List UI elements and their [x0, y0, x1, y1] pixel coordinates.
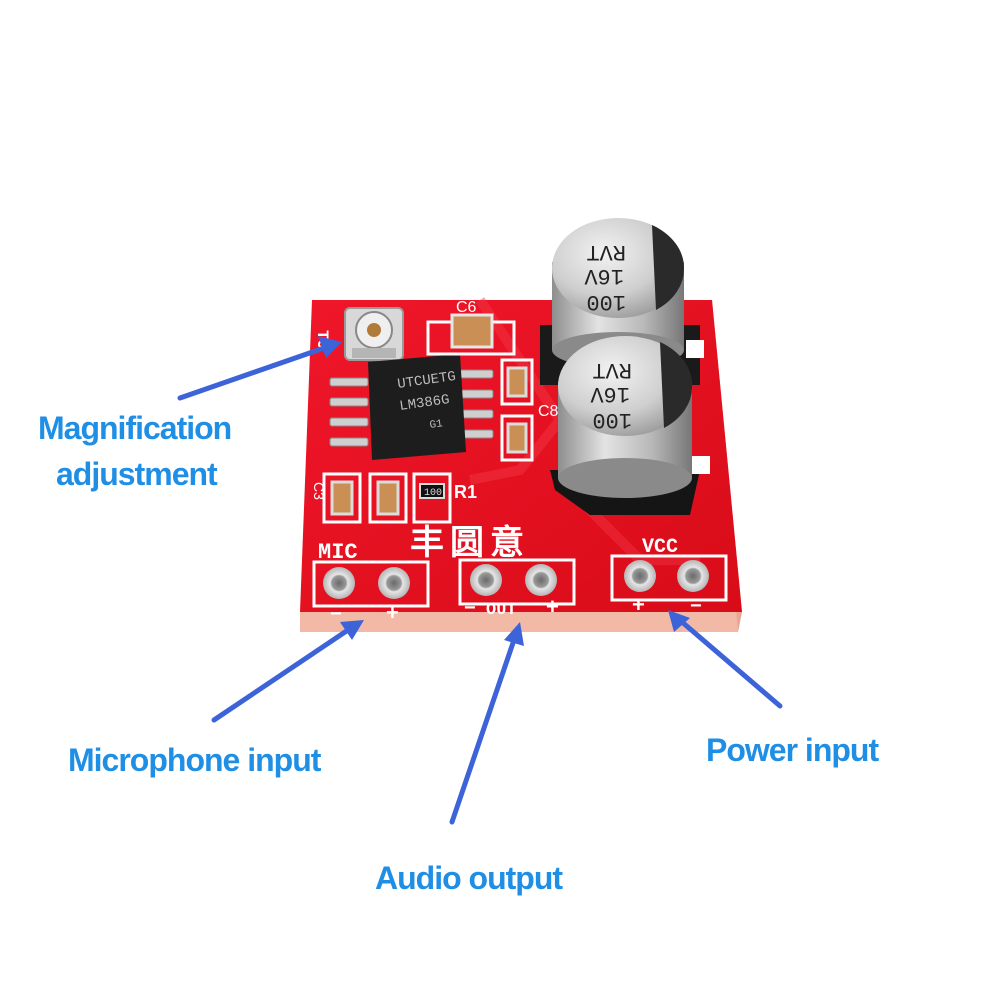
cap-lead-mark: [686, 340, 704, 358]
silk-c3: C3: [311, 482, 327, 500]
cap-lead-mark: [692, 456, 710, 474]
arrow-head: [318, 336, 342, 358]
callout-arrows: [177, 336, 783, 825]
arrow-power: [679, 619, 783, 709]
arrow-microphone: [211, 627, 351, 723]
callout-audio-output: Audio output: [375, 860, 563, 896]
cap-marking: 100: [586, 289, 626, 314]
electrolytic-capacitor-front: RVT 16V 100: [550, 336, 700, 515]
callout-power-input: Power input: [706, 732, 879, 768]
silk-minus: −: [330, 603, 342, 625]
arrow-magnification: [177, 345, 327, 401]
silk-vcc: VCC: [642, 536, 678, 559]
arrow-audio: [449, 637, 517, 825]
arrow-head: [504, 622, 524, 646]
silk-c6: C6: [456, 299, 477, 316]
cap-marking: RVT: [586, 239, 626, 264]
resistor-code: 100: [424, 488, 442, 499]
silk-plus: +: [632, 592, 645, 617]
cap-marking: RVT: [592, 357, 632, 382]
silk-r1: R1: [454, 482, 477, 502]
potentiometer: [344, 307, 404, 361]
silk-minus: −: [464, 597, 476, 619]
pcb-edge: [300, 610, 742, 632]
mic-header: − +: [312, 560, 430, 625]
cap-marking: 16V: [584, 263, 624, 288]
cap-marking: 100: [592, 407, 632, 432]
silk-out: OUT: [486, 601, 517, 620]
callout-magnification-line2: adjustment: [56, 456, 218, 492]
callout-microphone-input: Microphone input: [68, 742, 321, 778]
silk-plus: +: [546, 594, 559, 619]
lm386-chip: UTCUETG LM386G G1: [329, 354, 494, 460]
chip-marking: LM386G: [398, 392, 450, 415]
silk-c8: C8: [538, 403, 559, 420]
silk-minus: −: [690, 595, 702, 617]
cap-marking: 16V: [590, 381, 630, 406]
vcc-header: + −: [610, 554, 728, 617]
arrow-head: [668, 610, 690, 632]
silk-chinese: 丰圆意: [410, 523, 530, 563]
arrow-head: [340, 620, 364, 640]
silk-plus: +: [386, 600, 399, 625]
out-header: − OUT +: [458, 558, 576, 620]
chip-marking: G1: [429, 418, 444, 432]
callout-magnification-line1: Magnification: [38, 410, 232, 446]
smd-components: C6 C8 100 R1 C3: [311, 299, 559, 524]
